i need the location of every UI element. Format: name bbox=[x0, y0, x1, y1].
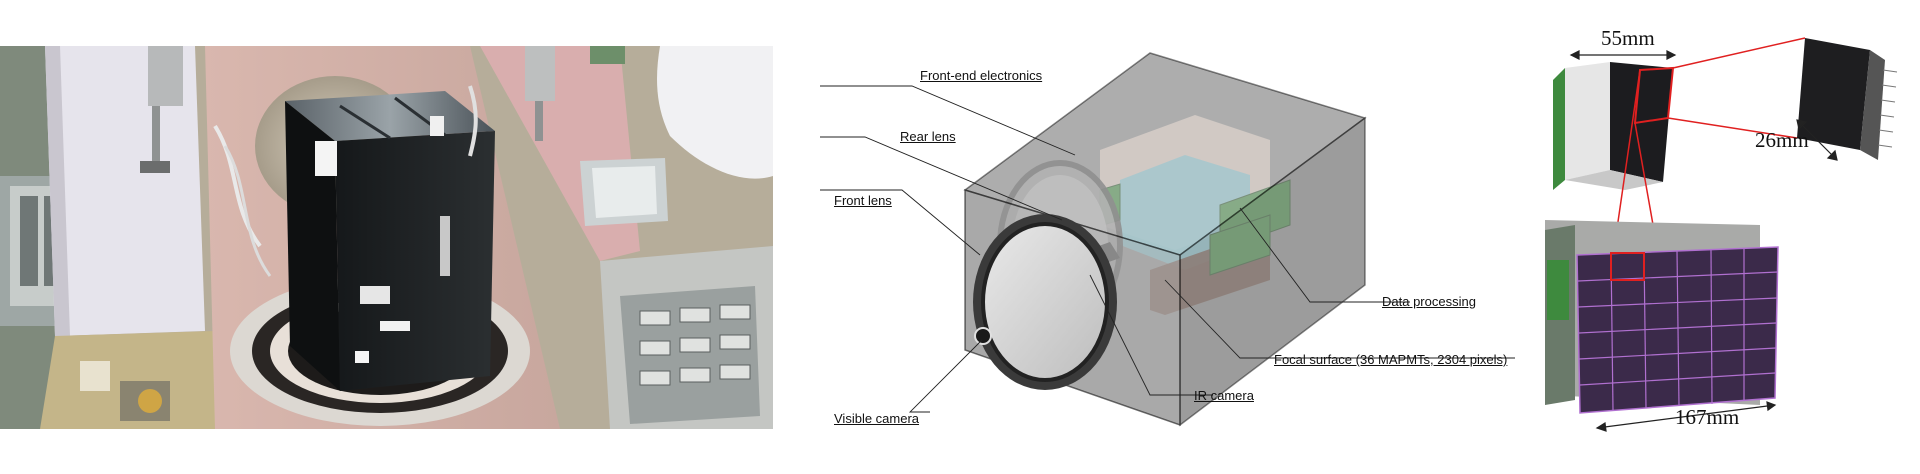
label-visible-camera: Visible camera bbox=[834, 411, 920, 426]
iss-photo bbox=[0, 46, 773, 429]
mapmt-panel: 55mm 26mm 167mm bbox=[1535, 20, 1920, 460]
label-ir-camera: IR camera bbox=[1194, 388, 1254, 403]
label-focal-surface: Focal surface (36 MAPMTs, 2304 pixels) bbox=[1274, 352, 1508, 367]
label-rear-lens: Rear lens bbox=[900, 129, 956, 144]
label-front-lens: Front lens bbox=[834, 193, 892, 208]
mapmt-illustration bbox=[1545, 37, 1898, 432]
dimension-26mm: 26mm bbox=[1755, 128, 1809, 152]
label-data-processing: Data processing bbox=[1382, 294, 1476, 309]
instrument-box-drawing bbox=[820, 52, 1515, 427]
dimension-167mm: 167mm bbox=[1675, 405, 1740, 429]
instrument-diagram: Front-end electronics Rear lens Front le… bbox=[820, 40, 1540, 440]
iss-photo-illustration bbox=[0, 46, 773, 429]
dimension-55mm: 55mm bbox=[1601, 26, 1655, 50]
label-front-end-electronics: Front-end electronics bbox=[920, 68, 1043, 83]
